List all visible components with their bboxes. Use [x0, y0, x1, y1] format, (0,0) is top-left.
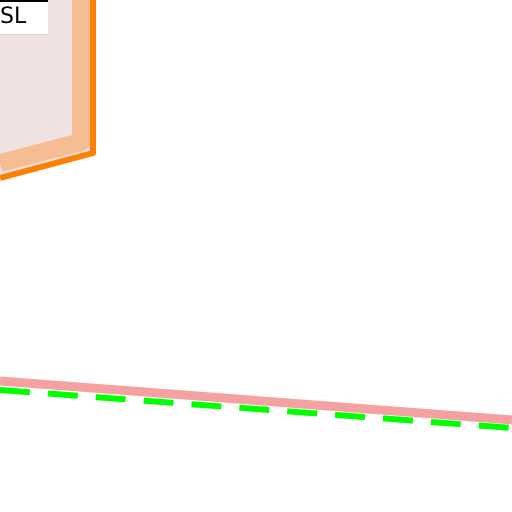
label-top-rule: [0, 0, 48, 2]
polygon-label: SL: [0, 4, 27, 29]
selected-polygon-inner-border: [0, 0, 90, 172]
polygon-label-box: SL: [0, 0, 48, 35]
green-dashed-line[interactable]: [0, 387, 512, 431]
selected-polygon-outer-border: [0, 0, 96, 181]
pink-line[interactable]: [0, 376, 512, 425]
selected-polygon-fill[interactable]: [0, 0, 93, 178]
